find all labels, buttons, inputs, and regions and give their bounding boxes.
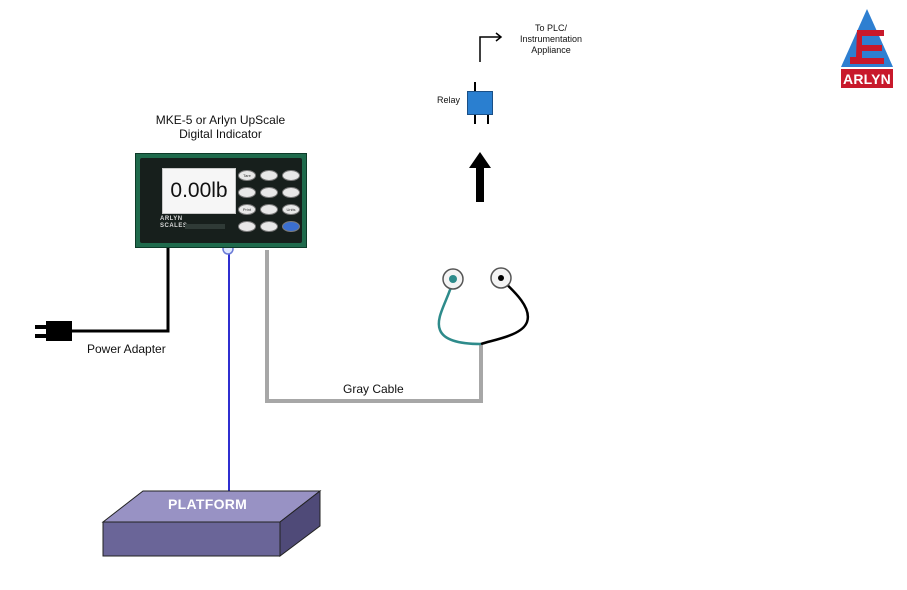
arlyn-logo-text: ARLYN <box>841 69 893 88</box>
indicator-key <box>260 170 278 181</box>
indicator-key: Print <box>238 204 256 215</box>
plc-label: To PLC/ Instrumentation Appliance <box>511 23 591 56</box>
up-arrow-icon <box>469 152 491 202</box>
indicator-key <box>238 221 256 232</box>
plc-label-line1: To PLC/ <box>534 23 567 33</box>
platform-label: PLATFORM <box>168 496 248 512</box>
indicator-keypad: Tare Print Units <box>238 170 304 240</box>
digital-indicator: 0.00lb ARLYN SCALES Tare Print Units <box>135 153 307 248</box>
indicator-title-line2: Digital Indicator <box>179 127 262 141</box>
indicator-brand-bar <box>185 224 225 229</box>
indicator-face: 0.00lb ARLYN SCALES Tare Print Units <box>140 158 302 243</box>
plc-label-line3: Appliance <box>531 45 571 55</box>
indicator-title: MKE-5 or Arlyn UpScale Digital Indicator <box>138 113 303 141</box>
plc-label-line2: Instrumentation <box>519 34 583 44</box>
gray-cable-label: Gray Cable <box>343 382 404 396</box>
indicator-key <box>238 187 256 198</box>
indicator-key <box>282 170 300 181</box>
terminal-left-icon <box>442 268 464 290</box>
teal-wire <box>437 280 482 346</box>
relay-pins <box>474 82 489 124</box>
indicator-key <box>282 187 300 198</box>
indicator-key-enter <box>282 221 300 232</box>
indicator-key <box>260 204 278 215</box>
indicator-display: 0.00lb <box>162 168 236 214</box>
gray-cable <box>265 250 483 403</box>
indicator-brand-line2: SCALES <box>160 223 188 229</box>
indicator-key: Tare <box>238 170 256 181</box>
terminal-right-icon <box>490 267 512 289</box>
indicator-key <box>260 221 278 232</box>
platform-box <box>101 489 322 557</box>
arlyn-logo-icon <box>841 9 893 67</box>
indicator-title-line1: MKE-5 or Arlyn UpScale <box>155 113 286 127</box>
indicator-key <box>260 187 278 198</box>
black-wire <box>480 278 530 346</box>
relay-label: Relay <box>437 95 461 105</box>
relay-icon <box>467 91 493 115</box>
indicator-key: Units <box>282 204 300 215</box>
indicator-brand-line1: ARLYN <box>160 216 183 222</box>
power-plug-icon <box>35 321 72 341</box>
power-adapter-label: Power Adapter <box>87 342 166 356</box>
plc-arrow-icon <box>479 32 503 62</box>
indicator-brand: ARLYN SCALES <box>160 216 187 230</box>
power-cable <box>72 248 170 333</box>
